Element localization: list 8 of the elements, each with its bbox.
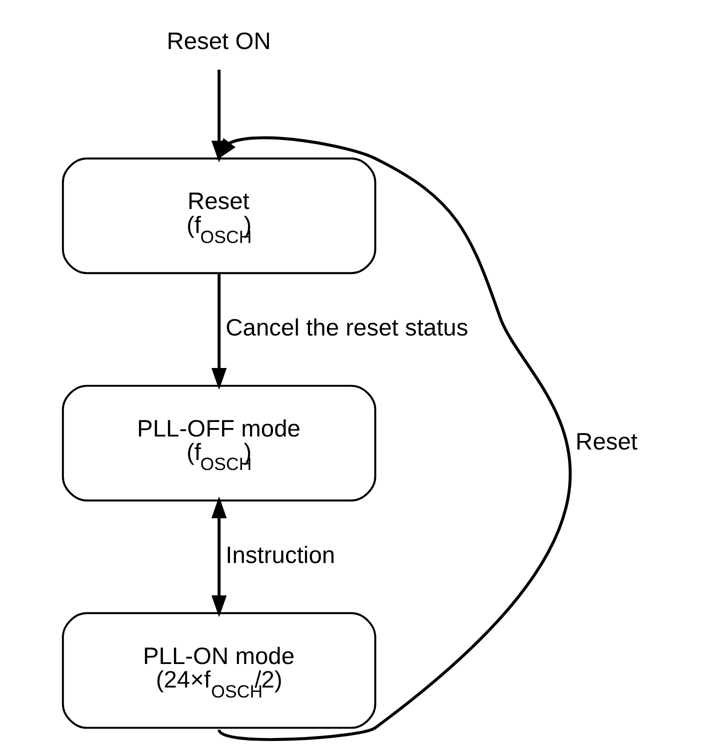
edge-label: Instruction [226,542,336,569]
arrow [211,274,227,390]
node-box: PLL-ON mode (24×f$_{OSCH}$/2) [62,612,376,729]
edge-label: Reset [576,429,638,456]
edge-label: Cancel the reset status [226,316,468,342]
arrow [211,496,227,618]
node-text: Reset ON [166,28,271,55]
arrow [216,136,571,741]
